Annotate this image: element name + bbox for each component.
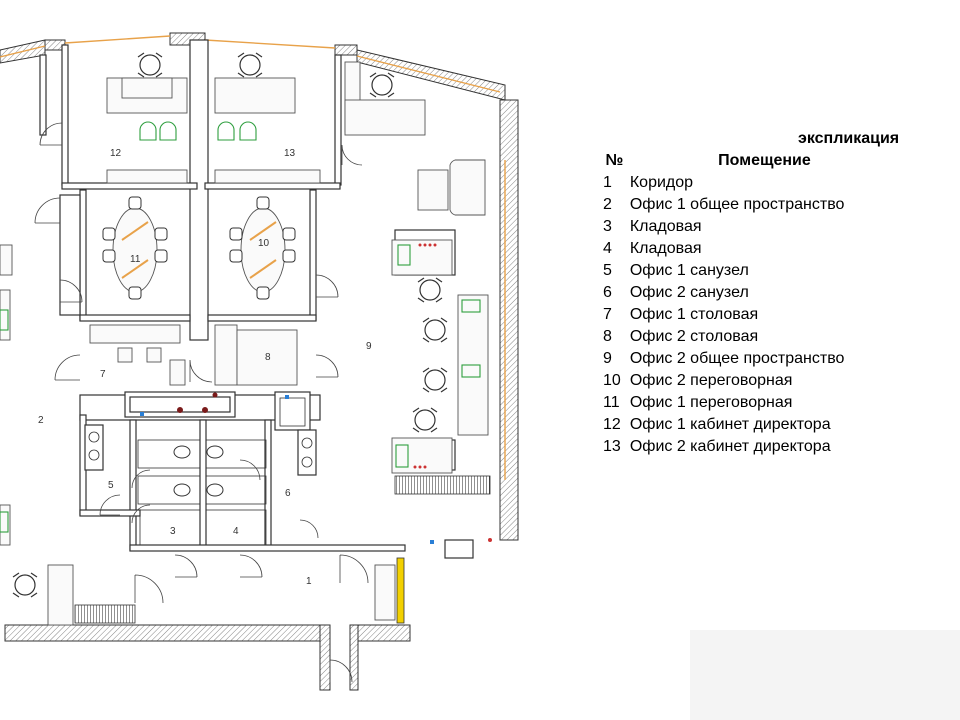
- legend-room-number: 7: [603, 306, 612, 323]
- legend-row: 11 Офис 1 переговорная: [602, 393, 900, 413]
- legend-room-number: 6: [603, 284, 612, 301]
- legend-room-number: [602, 459, 627, 461]
- legend-room-name: Офис 2 кабинет директора: [629, 438, 831, 455]
- room-number-9: 9: [366, 341, 372, 352]
- legend-room-name: Офис 1 общее пространство: [629, 196, 845, 213]
- legend-row: 13 Офис 2 кабинет директора: [602, 437, 900, 457]
- legend-row: 9 Офис 2 общее пространство: [602, 349, 900, 369]
- legend-room-name: Офис 2 переговорная: [629, 372, 793, 389]
- legend-room-name: Офис 1 переговорная: [629, 394, 793, 411]
- legend-col-number: №: [605, 152, 624, 169]
- legend-room-number: 10: [603, 372, 621, 389]
- legend-room-number: 3: [603, 218, 612, 235]
- room-number-2: 2: [38, 415, 44, 426]
- legend-row: 1 Коридор: [602, 173, 900, 193]
- legend-room-number: 12: [603, 416, 621, 433]
- room-number-3: 3: [170, 526, 176, 537]
- legend-room-name: [629, 459, 900, 461]
- legend-row: 12 Офис 1 кабинет директора: [602, 415, 900, 435]
- legend-row: 6 Офис 2 санузел: [602, 283, 900, 303]
- legend-room-name: Офис 2 столовая: [629, 328, 759, 345]
- legend-room-name: Кладовая: [629, 218, 702, 235]
- storage-rooms: [139, 509, 267, 546]
- legend-row: 2 Офис 1 общее пространство: [602, 195, 900, 215]
- legend-row: 5 Офис 1 санузел: [602, 261, 900, 281]
- corridor-furniture: [374, 557, 405, 624]
- meeting-11-table: [102, 196, 168, 300]
- room-number-4: 4: [233, 526, 239, 537]
- room-number-7: 7: [100, 369, 106, 380]
- room-number-8: 8: [265, 352, 271, 363]
- legend-room-number: 11: [603, 394, 620, 411]
- room-number-5: 5: [108, 480, 114, 491]
- office-13-furniture: [214, 52, 321, 184]
- legend-row: 10 Офис 2 переговорная: [602, 371, 900, 391]
- legend-room-number: 13: [603, 438, 621, 455]
- legend-room-name: Офис 2 общее пространство: [629, 350, 845, 367]
- room-number-6: 6: [285, 488, 291, 499]
- legend-row: 8 Офис 2 столовая: [602, 327, 900, 347]
- legend-room-number: 1: [603, 174, 612, 191]
- watermark: [690, 630, 960, 720]
- meeting-10-table: [229, 196, 296, 300]
- legend-room-number: 8: [603, 328, 612, 345]
- legend-row: 7 Офис 1 столовая: [602, 305, 900, 325]
- legend-room-name: Офис 1 столовая: [629, 306, 759, 323]
- legend-room-name: Кладовая: [629, 240, 702, 257]
- bathroom-fixtures: [84, 424, 317, 505]
- legend-room-name: Офис 1 кабинет директора: [629, 416, 831, 433]
- legend-room-name: Офис 2 санузел: [629, 284, 749, 301]
- legend-room-number: 4: [603, 240, 612, 257]
- room-number-12: 12: [110, 148, 122, 159]
- office-2-furniture: [0, 244, 136, 626]
- office-9-top-desk: [344, 61, 486, 216]
- legend-room-name: Коридор: [629, 174, 694, 191]
- kitchen-furniture: [89, 324, 298, 386]
- office-9-desks: [391, 239, 492, 559]
- legend-row: 3 Кладовая: [602, 217, 900, 237]
- legend-row: 4 Кладовая: [602, 239, 900, 259]
- room-number-1: 1: [306, 576, 312, 587]
- service-shafts: [124, 391, 311, 431]
- legend-col-room: Помещение: [718, 152, 811, 169]
- legend-title: экспликация: [798, 130, 900, 147]
- room-number-13: 13: [284, 148, 296, 159]
- windows: [0, 35, 506, 480]
- doors: [34, 122, 369, 683]
- legend-room-name: Офис 1 санузел: [629, 262, 749, 279]
- legend-room-number: 9: [603, 350, 612, 367]
- legend-row: [602, 459, 900, 461]
- room-labels: 1 2 3 4 5 6 7 8 9 10 11 12 13: [38, 148, 372, 587]
- office-12-furniture: [106, 52, 188, 184]
- legend-room-number: 5: [603, 262, 612, 279]
- room-number-11: 11: [130, 254, 141, 265]
- room-number-10: 10: [258, 238, 270, 249]
- legend-room-number: 2: [603, 196, 612, 213]
